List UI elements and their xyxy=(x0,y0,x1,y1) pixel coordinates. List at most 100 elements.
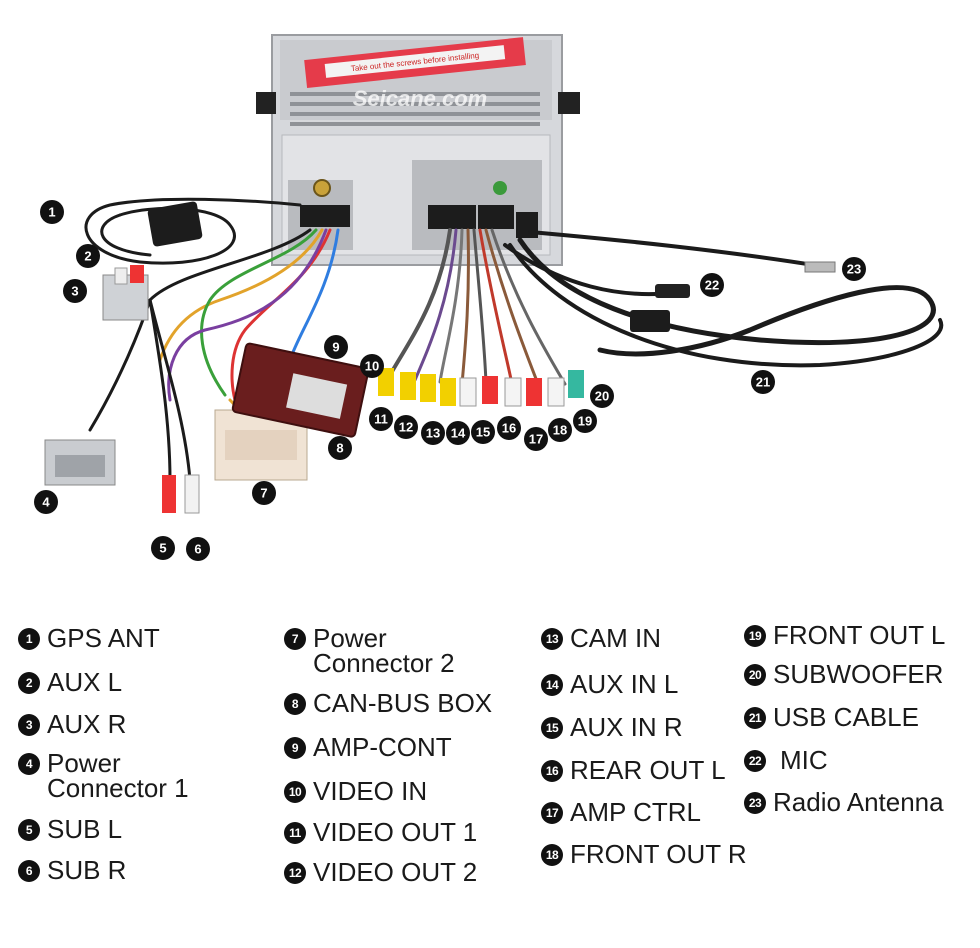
callout-7: 7 xyxy=(252,481,276,505)
svg-text:12: 12 xyxy=(399,420,413,435)
legend-item-16: 16 REAR OUT L xyxy=(541,755,726,785)
legend-label: VIDEO IN xyxy=(313,776,428,806)
legend-label: VIDEO OUT 1 xyxy=(313,817,478,847)
legend-label: AUX L xyxy=(47,667,123,697)
svg-text:1: 1 xyxy=(48,205,55,220)
legend-item-10: 10 VIDEO IN xyxy=(284,776,428,806)
callout-15: 15 xyxy=(471,420,495,444)
legend-label: SUBWOOFER xyxy=(773,659,944,689)
legend-label: AUX IN R xyxy=(570,712,683,742)
legend-label: USB CABLE xyxy=(773,702,919,732)
legend-label: FRONT OUT L xyxy=(773,620,946,650)
svg-text:6: 6 xyxy=(194,542,201,557)
legend-item-14: 14 AUX IN L xyxy=(541,669,679,699)
svg-text:22: 22 xyxy=(705,278,719,293)
svg-text:17: 17 xyxy=(529,432,543,447)
callout-10: 10 xyxy=(360,354,384,378)
legend-item-23: 23 Radio Antenna xyxy=(744,787,944,817)
cables xyxy=(84,197,944,482)
legend-label: AUX R xyxy=(47,709,127,739)
svg-text:18: 18 xyxy=(553,423,567,438)
legend-label: FRONT OUT R xyxy=(570,839,747,869)
svg-text:9: 9 xyxy=(332,340,339,355)
legend-item-1: 1 GPS ANT xyxy=(18,623,160,653)
legend-badge: 13 xyxy=(541,628,563,650)
legend-badge: 15 xyxy=(541,717,563,739)
callout-14: 14 xyxy=(446,421,470,445)
callout-23: 23 xyxy=(842,257,866,281)
wiring-harness-illustration: Take out the screws before installing Se… xyxy=(34,34,944,561)
legend-label: GPS ANT xyxy=(47,623,160,653)
legend-badge: 12 xyxy=(284,862,306,884)
callout-6: 6 xyxy=(186,537,210,561)
legend-label: SUB R xyxy=(47,855,127,885)
svg-text:13: 13 xyxy=(426,426,440,441)
legend-badge: 10 xyxy=(284,781,306,803)
svg-text:21: 21 xyxy=(756,375,770,390)
legend-badge: 11 xyxy=(284,822,306,844)
callout-21: 21 xyxy=(751,370,775,394)
callout-5: 5 xyxy=(151,536,175,560)
legend-badge: 21 xyxy=(744,707,766,729)
legend-item-6: 6 SUB R xyxy=(18,855,127,885)
legend-badge: 1 xyxy=(18,628,40,650)
legend-label: REAR OUT L xyxy=(570,755,726,785)
callout-17: 17 xyxy=(524,427,548,451)
svg-text:8: 8 xyxy=(336,441,343,456)
callout-18: 18 xyxy=(548,418,572,442)
svg-text:5: 5 xyxy=(159,541,166,556)
legend-badge: 4 xyxy=(18,753,40,775)
legend-badge: 22 xyxy=(744,750,766,772)
legend-label: Power Connector 2 xyxy=(313,623,455,678)
legend-badge: 2 xyxy=(18,672,40,694)
legend-item-18: 18 FRONT OUT R xyxy=(541,839,747,869)
legend-item-11: 11 VIDEO OUT 1 xyxy=(284,817,478,847)
callout-1: 1 xyxy=(40,200,64,224)
svg-text:7: 7 xyxy=(260,486,267,501)
svg-text:10: 10 xyxy=(365,359,379,374)
legend-label: AMP-CONT xyxy=(313,732,452,762)
svg-text:16: 16 xyxy=(502,421,516,436)
legend-item-5: 5 SUB L xyxy=(18,814,123,844)
legend-badge: 23 xyxy=(744,792,766,814)
legend-badge: 17 xyxy=(541,802,563,824)
legend-item-20: 20 SUBWOOFER xyxy=(744,659,944,689)
legend-item-9: 9 AMP-CONT xyxy=(284,732,452,762)
legend-item-2: 2 AUX L xyxy=(18,667,123,697)
svg-text:2: 2 xyxy=(84,249,91,264)
legend-label: AUX IN L xyxy=(570,669,679,699)
legend-badge: 18 xyxy=(541,844,563,866)
legend-item-15: 15 AUX IN R xyxy=(541,712,683,742)
legend-badge: 9 xyxy=(284,737,306,759)
svg-text:23: 23 xyxy=(847,262,861,277)
legend-badge: 5 xyxy=(18,819,40,841)
legend-label: SUB L xyxy=(47,814,123,844)
callout-22: 22 xyxy=(700,273,724,297)
head-unit: Take out the screws before installing Se… xyxy=(256,34,580,266)
legend-badge: 14 xyxy=(541,674,563,696)
legend-label: Radio Antenna xyxy=(773,787,944,817)
callout-11: 11 xyxy=(369,407,393,431)
svg-text:15: 15 xyxy=(476,425,490,440)
callout-4: 4 xyxy=(34,490,58,514)
legend-label: VIDEO OUT 2 xyxy=(313,857,478,887)
svg-text:20: 20 xyxy=(595,389,609,404)
callout-13: 13 xyxy=(421,421,445,445)
legend-badge: 20 xyxy=(744,664,766,686)
svg-text:14: 14 xyxy=(451,426,466,441)
legend-badge: 6 xyxy=(18,860,40,882)
legend-label: AMP CTRL xyxy=(570,797,701,827)
legend-badge: 16 xyxy=(541,760,563,782)
legend-label: CAN-BUS BOX xyxy=(313,688,493,718)
svg-text:3: 3 xyxy=(71,284,78,299)
photo-callouts: 1 2 3 4 5 6 7 8 9 10 11 12 13 14 15 16 1… xyxy=(34,200,866,561)
svg-text:19: 19 xyxy=(578,414,592,429)
callout-19: 19 xyxy=(573,409,597,433)
callout-12: 12 xyxy=(394,415,418,439)
callout-3: 3 xyxy=(63,279,87,303)
